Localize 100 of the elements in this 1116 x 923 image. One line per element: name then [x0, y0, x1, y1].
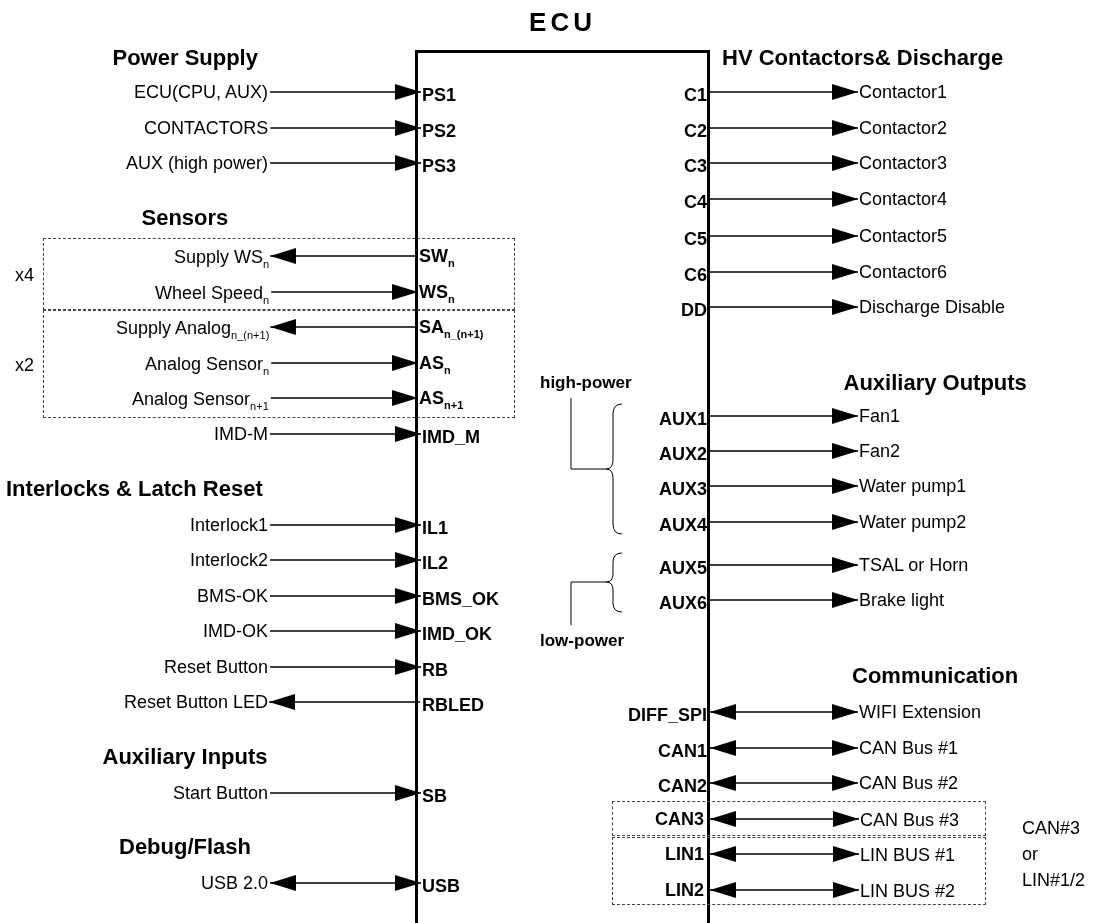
pin-label: CAN1 [658, 740, 707, 762]
signal-label: Water pump1 [859, 475, 967, 497]
pin-label: DD [681, 299, 707, 321]
pin-label: IMD_OK [422, 623, 492, 645]
pin-label: LIN1 [665, 843, 704, 865]
annotation-label: CAN#3 or LIN#1/2 [1022, 817, 1084, 892]
arrow [709, 155, 859, 171]
signal-label: Contactor3 [859, 152, 948, 174]
pin-label: C6 [684, 264, 707, 286]
signal-label: CAN Bus #3 [860, 809, 960, 831]
pin-label: IL2 [422, 552, 448, 574]
signal-label: Supply WS$_{n}$ [174, 246, 270, 268]
annotation-label: high-power [540, 371, 632, 394]
pin-label: RBLED [422, 694, 484, 716]
pin-label: AUX2 [659, 443, 707, 465]
pin-label: AUX3 [659, 478, 707, 500]
signal-label: Analog Sensor$_{n+1}$ [132, 388, 269, 410]
signal-label: Discharge Disable [859, 296, 1006, 318]
arrow [269, 120, 422, 136]
arrow [709, 191, 859, 207]
section-heading: HV Contactors& Discharge [722, 44, 1004, 72]
pin-label: IMD_M [422, 426, 480, 448]
pin-label: SA$_{n_(n+1)}$ [419, 316, 484, 338]
double-arrow [709, 775, 859, 791]
signal-label: Brake light [859, 589, 945, 611]
arrow [269, 552, 422, 568]
section-heading: Sensors [141, 204, 229, 232]
group-outline [612, 801, 986, 836]
signal-label: Contactor1 [859, 81, 948, 103]
signal-label: Contactor2 [859, 117, 948, 139]
section-heading: Power Supply [112, 44, 258, 72]
signal-label: IMD-OK [203, 620, 268, 642]
pin-label: PS1 [422, 84, 457, 106]
arrow [709, 557, 859, 573]
section-heading: Auxiliary Outputs [843, 369, 1027, 397]
arrow [709, 443, 859, 459]
signal-label: Supply Analog$_{n_(n+1)}$ [116, 317, 270, 339]
signal-label: Fan2 [859, 440, 901, 462]
pin-label: CAN3 [655, 808, 704, 830]
signal-label: USB 2.0 [201, 872, 269, 894]
arrow [270, 390, 419, 406]
arrow [268, 694, 421, 710]
signal-label: Analog Sensor$_{n}$ [145, 353, 270, 375]
pin-label: AUX1 [659, 408, 707, 430]
arrow [269, 517, 422, 533]
arrow [709, 408, 859, 424]
section-heading: Communication [852, 662, 1019, 690]
arrow [269, 426, 422, 442]
signal-label: Fan1 [859, 405, 901, 427]
pin-label: C4 [684, 191, 707, 213]
multiplier-label: x2 [15, 354, 34, 376]
multiplier-label: x4 [15, 264, 34, 286]
arrow [709, 299, 859, 315]
signal-label: CAN Bus #1 [859, 737, 959, 759]
signal-label: Reset Button LED [124, 691, 269, 713]
pin-label: SB [422, 785, 447, 807]
pin-label: PS3 [422, 155, 457, 177]
pin-label: AUX4 [659, 514, 707, 536]
pin-label: USB [422, 875, 460, 897]
arrow [709, 478, 859, 494]
double-arrow [269, 875, 422, 891]
section-heading: Debug/Flash [119, 833, 251, 861]
double-arrow [709, 882, 860, 898]
arrow [269, 588, 422, 604]
signal-label: CONTACTORS [144, 117, 269, 139]
pin-label: DIFF_SPI [628, 704, 707, 726]
signal-label: Contactor5 [859, 225, 948, 247]
pin-label: SW$_{n}$ [419, 245, 455, 267]
arrow [709, 514, 859, 530]
arrow [269, 319, 418, 335]
signal-label: Interlock2 [190, 549, 269, 571]
pin-label: LIN2 [665, 879, 704, 901]
double-arrow [709, 846, 860, 862]
section-heading: Interlocks & Latch Reset [6, 475, 263, 503]
arrow [269, 659, 422, 675]
signal-label: Contactor6 [859, 261, 948, 283]
double-arrow [709, 704, 859, 720]
arrow [269, 623, 422, 639]
pin-label: AUX5 [659, 557, 707, 579]
arrow [269, 155, 422, 171]
pin-label: RB [422, 659, 448, 681]
signal-label: Wheel Speed$_{n}$ [155, 282, 270, 304]
pin-label: IL1 [422, 517, 448, 539]
group-outline [612, 837, 986, 905]
signal-label: LIN BUS #1 [860, 844, 956, 866]
signal-label: AUX (high power) [126, 152, 269, 174]
signal-label: Reset Button [164, 656, 269, 678]
arrow [709, 228, 859, 244]
pin-label: WS$_{n}$ [419, 281, 455, 303]
pin-label: AS$_{n}$ [419, 352, 451, 374]
pin-label: C1 [684, 84, 707, 106]
signal-label: TSAL or Horn [859, 554, 969, 576]
signal-label: BMS-OK [197, 585, 268, 607]
signal-label: Start Button [173, 782, 269, 804]
signal-label: ECU(CPU, AUX) [134, 81, 268, 103]
arrow [709, 264, 859, 280]
block-title: ECU [528, 7, 597, 37]
double-arrow [709, 811, 860, 827]
section-heading: Auxiliary Inputs [102, 743, 268, 771]
arrow [709, 84, 859, 100]
